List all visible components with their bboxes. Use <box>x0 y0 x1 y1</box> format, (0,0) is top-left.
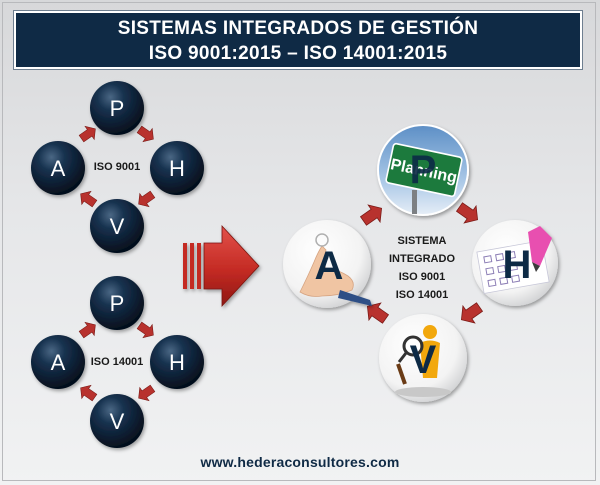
arrow-h-to-v <box>455 298 486 329</box>
cycle-iso-14001: P H V A ISO 14001 <box>31 276 204 448</box>
integrated-center-label: SISTEMA INTEGRADO ISO 9001 ISO 14001 <box>389 235 455 301</box>
circle-h: H <box>150 141 204 195</box>
arrow-a-to-p <box>357 199 388 230</box>
magnifier-figure-icon <box>395 325 451 397</box>
center-line-3: ISO 9001 <box>399 271 445 283</box>
circle-a: A <box>31 335 85 389</box>
letter-h: H <box>169 156 185 181</box>
center-line-2: INTEGRADO <box>389 253 455 265</box>
arrow-v-to-a <box>75 380 100 405</box>
planning-sign-icon: Planning <box>385 142 463 214</box>
hand-icon <box>299 233 372 306</box>
title-line-1: SISTEMAS INTEGRADOS DE GESTIÓN <box>117 18 479 39</box>
circle-h: H <box>150 335 204 389</box>
arrow-p-to-h <box>453 198 484 229</box>
big-transition-arrow-icon <box>183 224 260 308</box>
letter-a: A <box>51 156 66 181</box>
arrow-v-to-a <box>75 186 100 211</box>
center-line-1: SISTEMA <box>398 235 447 247</box>
magnifier-circle: V <box>379 314 467 402</box>
circle-a: A <box>31 141 85 195</box>
letter-h: H <box>169 350 185 375</box>
arrow-p-to-h <box>134 122 159 147</box>
website-url: www.hederaconsultores.com <box>200 454 400 470</box>
arrow-a-to-p <box>76 121 101 146</box>
letter-v: V <box>410 338 437 382</box>
circle-p: P <box>90 276 144 330</box>
checklist-circle: H <box>472 220 558 306</box>
title-line-2: ISO 9001:2015 – ISO 14001:2015 <box>148 43 448 64</box>
cycle-label-iso-9001: ISO 9001 <box>94 161 140 173</box>
letter-a: A <box>51 350 66 375</box>
integrated-cycle: Planning P H <box>283 124 558 402</box>
letter-v: V <box>110 214 125 239</box>
circle-v: V <box>90 394 144 448</box>
center-line-4: ISO 14001 <box>396 289 449 301</box>
letter-v: V <box>110 409 125 434</box>
arrow-p-to-h <box>134 318 159 343</box>
hand-circle: A <box>283 220 372 308</box>
checklist-pen-icon <box>476 226 552 294</box>
letter-p: P <box>110 291 125 316</box>
arrow-h-to-v <box>133 187 158 212</box>
circle-v: V <box>90 199 144 253</box>
planning-circle: Planning P <box>377 124 469 216</box>
letter-p: P <box>110 96 125 121</box>
outer-border <box>2 2 596 481</box>
letter-a: A <box>315 244 344 288</box>
title-banner: SISTEMAS INTEGRADOS DE GESTIÓN ISO 9001:… <box>14 11 582 69</box>
arrow-h-to-v <box>133 381 158 406</box>
letter-p: P <box>410 148 437 192</box>
arrow-a-to-p <box>76 317 101 342</box>
cycle-iso-9001: P H V A ISO 9001 <box>31 81 204 253</box>
cycle-label-iso-14001: ISO 14001 <box>91 356 144 368</box>
circle-p: P <box>90 81 144 135</box>
letter-h: H <box>503 243 532 287</box>
